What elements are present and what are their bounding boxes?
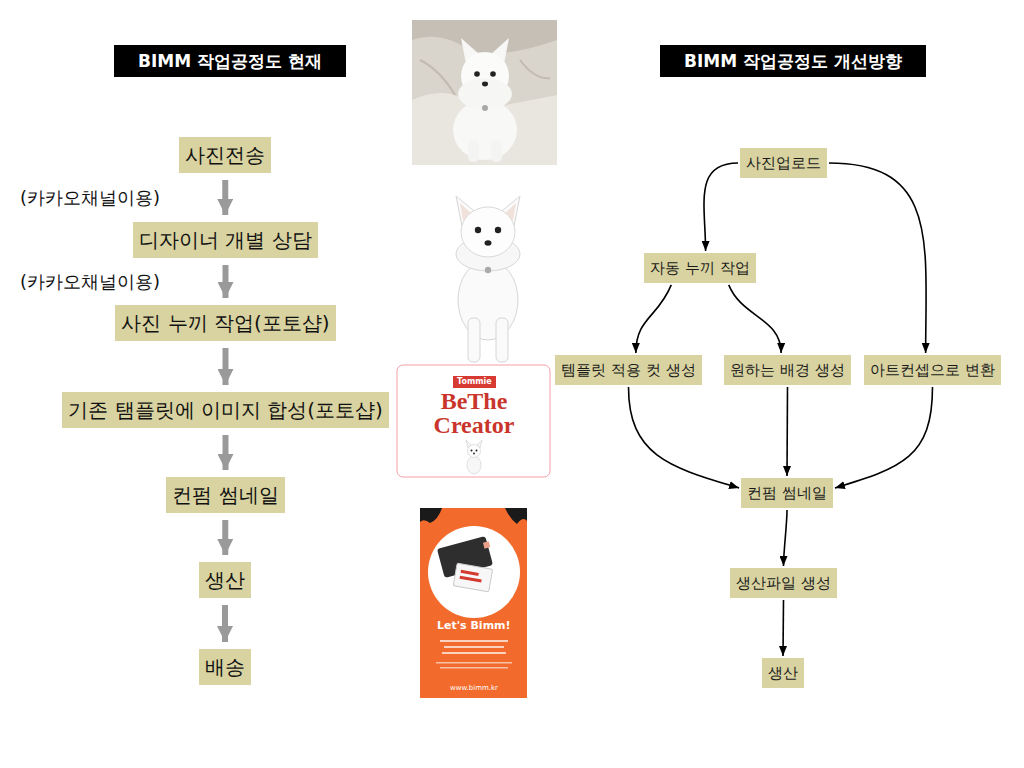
poster-heading: Let's Bimm! [437,619,511,632]
flow-curve [829,163,926,353]
poster-part [442,652,506,654]
dog-photo-part [412,20,557,53]
dog-cutout-part [485,240,492,246]
poster-part [505,508,527,524]
process-box: 디자이너 개별 상담 [133,222,318,258]
product-card-part [467,456,481,474]
poster-part [428,526,520,618]
title-box: BIMM 작업공정도 현재 [114,45,346,77]
product-card-part [476,450,478,452]
flow-curve [704,163,738,251]
dog-photo-part [468,140,479,162]
product-card-part [473,453,475,455]
box-text: 컨펌 썸네일 [172,483,278,507]
flow-curve [786,387,788,476]
poster-part [440,667,508,669]
box-text: 자동 누끼 작업 [650,259,750,277]
product-card-part [468,445,481,458]
flow-arrow [222,180,228,215]
process-box: 컨펌 썸네일 [741,478,833,508]
box-text: 원하는 배경 생성 [730,361,845,379]
flow-arrow [222,605,228,642]
flow-curve [729,285,781,353]
product-card-part [397,365,550,477]
dog-cutout-part [495,227,501,233]
box-text: 사진 누끼 작업(포토샵) [121,311,329,335]
process-box: 사진 누끼 작업(포토샵) [115,305,336,341]
box-text: 템플릿 적용 컷 생성 [561,361,695,379]
dog-photo-part [412,20,557,165]
dog-photo-part [474,71,480,77]
flow-arrow [223,348,229,385]
process-box: 배송 [199,649,251,685]
product-card-part [471,450,473,452]
poster-part [444,646,504,648]
process-box: 생산 [762,658,804,688]
process-box: 아트컨셉으로 변환 [864,355,1001,385]
dog-cutout-part [458,260,518,340]
flow-arrow [223,435,229,470]
dog-photo-part [482,82,488,87]
poster-part [420,508,527,698]
box-text: 생산 [768,664,798,682]
box-text: 컨펌 썸네일 [747,484,827,502]
box-text: 사진전송 [185,143,265,167]
product-card [397,365,550,477]
product-slogan: BeThe Creator [409,389,539,437]
box-text: 기존 탬플릿에 이미지 합성(포토샵) [68,398,383,422]
dog-photo-part [482,105,488,111]
name-badge: Tommie [453,376,496,388]
box-text: BIMM 작업공정도 개선방향 [684,51,902,71]
box-text: 생산파일 생성 [736,574,831,592]
box-text: 디자이너 개별 상담 [139,228,312,252]
process-box: 컨펌 썸네일 [166,477,285,513]
dog-cutout-part [468,318,480,362]
flow-curve [835,387,933,488]
dog-photo-part [490,71,496,77]
box-text: 배송 [205,655,245,679]
flow-curve [782,600,784,656]
dog-cutout-part [461,207,515,257]
flow-arrow [222,520,228,555]
poster-part [460,576,482,583]
poster [420,508,527,698]
box-text: 아트컨셉으로 변환 [870,361,995,379]
box-text: 사진업로드 [746,154,821,172]
dog-photo-part [453,100,517,160]
poster-part [420,508,442,523]
dog-cutout-part [485,267,491,273]
poster-part [483,541,490,548]
dog-photo-part [458,78,512,110]
flow-curve [784,510,788,566]
title-box: BIMM 작업공정도 개선방향 [660,45,926,77]
dog-photo-part [520,60,550,78]
dog-photo [412,20,557,165]
poster-part [453,563,492,592]
poster-part [436,662,512,664]
dog-cutout-part [475,227,481,233]
process-box: 사진전송 [179,137,271,173]
flow-curve [629,387,740,488]
box-text: BIMM 작업공정도 현재 [138,51,322,71]
dog-photo-part [491,140,502,162]
note-text: (카카오채널이용) [20,187,160,209]
note-text: (카카오채널이용) [20,271,160,293]
process-box: 기존 탬플릿에 이미지 합성(포토샵) [62,392,389,428]
dog-photo-part [420,60,455,95]
poster-part [461,570,479,576]
poster-part [440,640,508,642]
process-box: 생산 [199,562,251,598]
process-box: 원하는 배경 생성 [724,355,851,385]
dog-cutout [456,196,520,362]
process-box: 자동 누끼 작업 [644,253,756,283]
process-box: 생산파일 생성 [730,568,837,598]
flow-arrow [223,265,229,298]
box-text: 생산 [205,568,245,592]
poster-url: www.bimm.kr [450,684,498,692]
flow-curve [636,285,671,353]
dog-cutout-part [496,318,508,362]
process-box: 사진업로드 [740,148,827,178]
process-box: 템플릿 적용 컷 생성 [555,355,702,385]
